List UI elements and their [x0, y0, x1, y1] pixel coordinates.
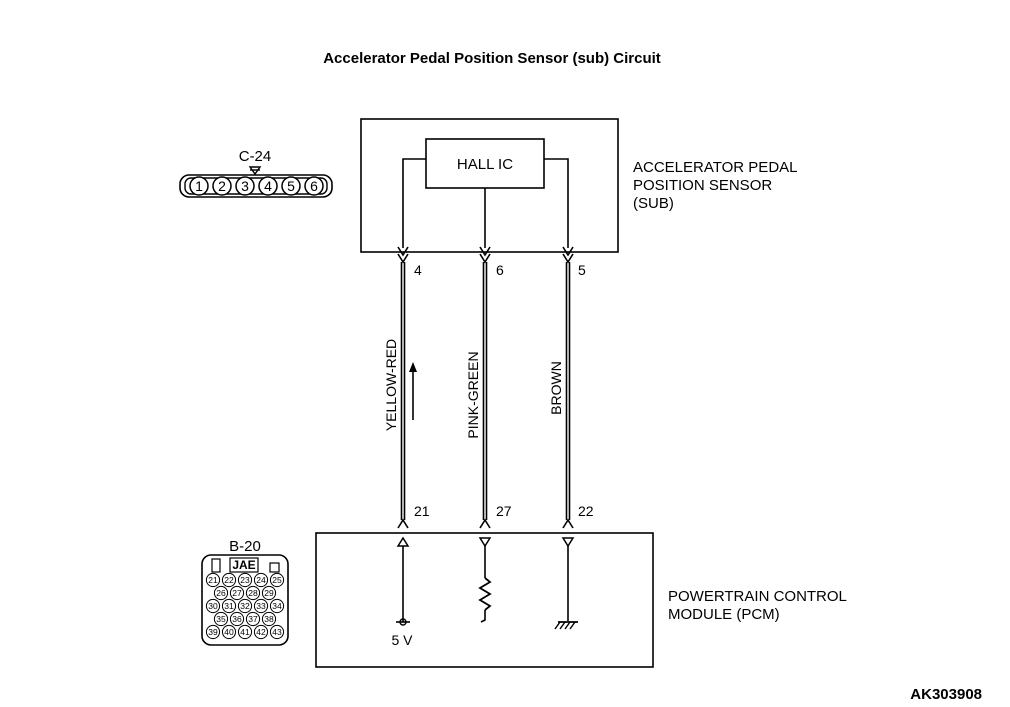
ground-icon	[554, 621, 578, 630]
connector-arrow-icon	[562, 246, 574, 257]
svg-text:42: 42	[256, 627, 266, 637]
b20-pin-27: 27	[229, 585, 245, 601]
sensor-name-line-2: POSITION SENSOR	[633, 177, 772, 194]
svg-text:38: 38	[264, 614, 274, 624]
svg-text:32: 32	[240, 601, 250, 611]
svg-text:21: 21	[208, 575, 218, 585]
b20-pin-23: 23	[237, 572, 253, 588]
b20-pin-41: 41	[237, 624, 253, 640]
svg-text:2: 2	[218, 178, 226, 194]
brand-plate	[229, 557, 259, 573]
pin-down-marker-icon	[561, 537, 575, 548]
b20-pin-34: 34	[269, 598, 285, 614]
pcm-name-line-1: POWERTRAIN CONTROL	[668, 588, 847, 605]
wire-yellow-red: 4 21 YELLOW-RED	[383, 246, 430, 529]
connector-arrow-icon	[479, 246, 491, 257]
pcm-pin-27: 27	[496, 503, 512, 519]
connector-c24-label: C-24	[239, 148, 272, 165]
svg-text:1: 1	[195, 178, 203, 194]
svg-text:43: 43	[272, 627, 282, 637]
connector-arrow-icon	[397, 518, 409, 529]
connector-arrow-icon	[397, 246, 409, 257]
b20-pin-22: 22	[221, 572, 237, 588]
sensor-pin-4: 4	[414, 262, 422, 278]
connector-b20-label: B-20	[229, 538, 261, 555]
b20-pin-26: 26	[213, 585, 229, 601]
svg-text:39: 39	[208, 627, 218, 637]
b20-pin-29: 29	[261, 585, 277, 601]
wire-color-yellow-red: YELLOW-RED	[383, 339, 399, 431]
b20-pin-33: 33	[253, 598, 269, 614]
b20-pin-32: 32	[237, 598, 253, 614]
c24-pin-3: 3	[235, 176, 255, 196]
b20-pin-36: 36	[229, 611, 245, 627]
b20-pin-31: 31	[221, 598, 237, 614]
svg-text:33: 33	[256, 601, 266, 611]
pcm-pin-22: 22	[578, 503, 594, 519]
figure-code: AK303908	[910, 686, 982, 703]
svg-text:37: 37	[248, 614, 258, 624]
svg-text:35: 35	[216, 614, 226, 624]
svg-text:30: 30	[208, 601, 218, 611]
connector-arrow-icon	[479, 518, 491, 529]
svg-text:6: 6	[310, 178, 318, 194]
supply-voltage-label: 5 V	[391, 632, 413, 648]
connector-brand: JAE	[232, 558, 255, 572]
pin-down-marker-icon	[478, 537, 492, 548]
svg-text:40: 40	[224, 627, 234, 637]
b20-pin-35: 35	[213, 611, 229, 627]
svg-text:31: 31	[224, 601, 234, 611]
svg-text:3: 3	[241, 178, 249, 194]
diagram-title: Accelerator Pedal Position Sensor (sub) …	[323, 50, 661, 67]
connector-b20: B-20 JAE 21 22 23 24 25 26 27 28 29 30 31 32 33 34 35 3…	[201, 538, 289, 646]
svg-text:5: 5	[287, 178, 295, 194]
svg-text:34: 34	[272, 601, 282, 611]
sensor-name-line-1: ACCELERATOR PEDAL	[633, 159, 798, 176]
sensor-pin-5: 5	[578, 262, 586, 278]
svg-text:26: 26	[216, 588, 226, 598]
wire-color-pink-green: PINK-GREEN	[465, 351, 481, 438]
b20-pin-25: 25	[269, 572, 285, 588]
pcm-name-line-2: MODULE (PCM)	[668, 606, 780, 623]
b20-pin-37: 37	[245, 611, 261, 627]
c24-pin-2: 2	[212, 176, 232, 196]
svg-text:22: 22	[224, 575, 234, 585]
connector-arrow-icon	[562, 518, 574, 529]
wire-brown: 5 22 BROWN	[548, 246, 594, 529]
wire-color-brown: BROWN	[548, 361, 564, 415]
svg-text:24: 24	[256, 575, 266, 585]
svg-text:25: 25	[272, 575, 282, 585]
c24-pin-4: 4	[258, 176, 278, 196]
b20-pin-28: 28	[245, 585, 261, 601]
b20-pin-43: 43	[269, 624, 285, 640]
b20-pin-42: 42	[253, 624, 269, 640]
svg-text:4: 4	[264, 178, 272, 194]
pcm-pin-21: 21	[414, 503, 430, 519]
wire-pink-green: 6 27 PINK-GREEN	[465, 246, 512, 529]
c24-pin-5: 5	[281, 176, 301, 196]
svg-text:29: 29	[264, 588, 274, 598]
sensor-box: HALL IC	[360, 118, 619, 253]
b20-pin-24: 24	[253, 572, 269, 588]
sensor-name-line-3: (SUB)	[633, 195, 674, 212]
resistor-icon	[478, 577, 492, 611]
hall-ic-label: HALL IC	[457, 156, 513, 173]
svg-text:36: 36	[232, 614, 242, 624]
c24-pin-6: 6	[304, 176, 324, 196]
svg-text:28: 28	[248, 588, 258, 598]
sensor-pin-6: 6	[496, 262, 504, 278]
pin-up-marker-icon	[396, 536, 410, 547]
pcm-box: 5 V	[315, 532, 654, 668]
c24-pin-1: 1	[189, 176, 209, 196]
b20-pin-38: 38	[261, 611, 277, 627]
b20-pin-21: 21	[205, 572, 221, 588]
b20-pin-30: 30	[205, 598, 221, 614]
b20-pin-40: 40	[221, 624, 237, 640]
b20-pin-39: 39	[205, 624, 221, 640]
svg-text:41: 41	[240, 627, 250, 637]
svg-text:27: 27	[232, 588, 242, 598]
svg-text:23: 23	[240, 575, 250, 585]
